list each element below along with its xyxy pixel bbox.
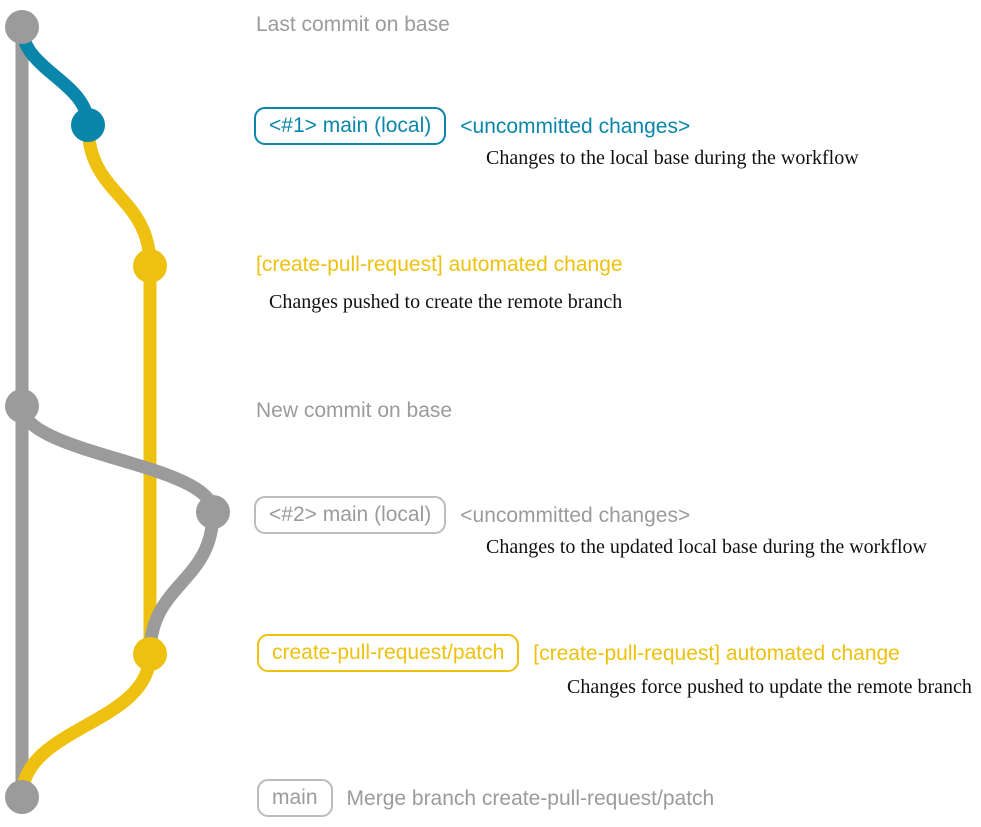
graph-edge-base-to-local2 bbox=[15, 399, 220, 519]
graph-edge-local1-to-remote1 bbox=[81, 118, 157, 273]
graph-edge-base-to-local1 bbox=[15, 20, 95, 132]
row-last-commit-on-base: Last commit on base bbox=[256, 14, 450, 35]
commit-subject-5: Merge branch create-pull-request/patch bbox=[346, 786, 715, 810]
graph-node-local-2[interactable] bbox=[196, 495, 230, 529]
row-commit-2: [create-pull-request] automated change bbox=[256, 254, 623, 275]
graph-edge-remote2-to-merge bbox=[15, 647, 157, 804]
ref-badge-create-pull-request-patch[interactable]: create-pull-request/patch bbox=[257, 634, 520, 672]
graph-node-local-1[interactable] bbox=[71, 108, 105, 142]
commit-subject-new-commit-on-base: New commit on base bbox=[256, 399, 453, 422]
ref-badge-main-local-1[interactable]: <#1> main (local) bbox=[254, 107, 447, 145]
commit-subject-2: [create-pull-request] automated change bbox=[256, 253, 623, 276]
row-commit-5: main Merge branch create-pull-request/pa… bbox=[257, 779, 714, 817]
graph-node-base-new[interactable] bbox=[5, 389, 39, 423]
commit-subject-last-commit-on-base: Last commit on base bbox=[256, 13, 450, 36]
ref-badge-main-local-2[interactable]: <#2> main (local) bbox=[254, 496, 447, 534]
commit-subject-4: [create-pull-request] automated change bbox=[533, 641, 900, 665]
graph-node-remote-1[interactable] bbox=[133, 249, 167, 283]
graph-edge-local2-to-remote2 bbox=[143, 505, 220, 661]
commit-description-1: Changes to the local base during the wor… bbox=[486, 147, 859, 169]
row-commit-4: create-pull-request/patch [create-pull-r… bbox=[257, 634, 900, 672]
commit-description-4: Changes force pushed to update the remot… bbox=[567, 676, 972, 698]
graph-node-base-head[interactable] bbox=[5, 10, 39, 44]
commit-description-3: Changes to the updated local base during… bbox=[486, 536, 927, 558]
commit-subject-3: <uncommitted changes> bbox=[460, 503, 691, 527]
graph-node-remote-2[interactable] bbox=[133, 637, 167, 671]
ref-badge-main[interactable]: main bbox=[257, 779, 333, 817]
row-commit-3: <#2> main (local) <uncommitted changes> bbox=[254, 496, 690, 534]
commit-subject-1: <uncommitted changes> bbox=[460, 114, 691, 138]
row-commit-1: <#1> main (local) <uncommitted changes> bbox=[254, 107, 690, 145]
commit-description-2: Changes pushed to create the remote bran… bbox=[269, 291, 623, 313]
row-new-commit-on-base: New commit on base bbox=[256, 400, 452, 421]
graph-node-merge-commit[interactable] bbox=[5, 780, 39, 814]
